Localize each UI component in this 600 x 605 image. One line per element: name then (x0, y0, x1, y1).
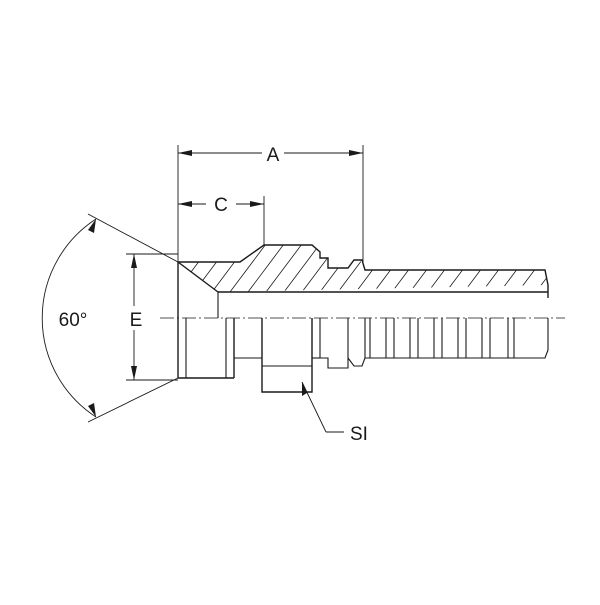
hex-label: SI (350, 424, 368, 445)
dim-c-label-bg (206, 192, 236, 216)
dim-a-label-bg (262, 142, 284, 164)
angle-label: 60° (59, 310, 88, 331)
dim-a-label: A (267, 145, 280, 166)
cone-seat-line (177, 261, 219, 293)
dim-c-label: C (214, 195, 228, 216)
hex-leader (301, 381, 344, 433)
angle-label-bg (50, 306, 96, 330)
lower-outline (177, 262, 549, 393)
upper-outline (178, 244, 549, 298)
dim-e-label-bg (124, 306, 146, 330)
dim-e-label: E (130, 310, 143, 331)
angle-dimension (41, 213, 179, 423)
